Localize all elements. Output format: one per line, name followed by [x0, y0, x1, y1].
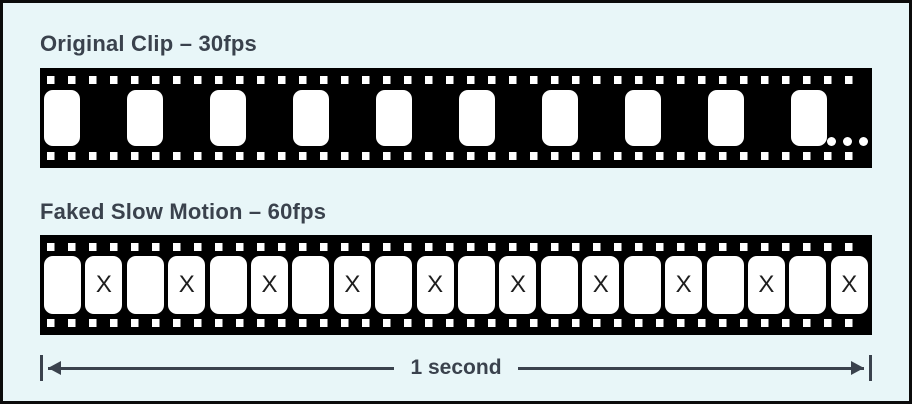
film-frame: [126, 256, 164, 314]
film-frame: [791, 90, 827, 146]
film-frame: [706, 256, 744, 314]
duplicated-frame: X: [85, 256, 123, 314]
timeline-right-cap: [869, 355, 873, 381]
timeline-label: 1 second: [410, 356, 502, 379]
sprocket-holes-bottom: [47, 152, 865, 160]
original-clip-title: Original Clip – 30fps: [40, 31, 257, 56]
film-frame: [376, 90, 412, 146]
film-frame: [210, 90, 246, 146]
duplicated-frame: X: [168, 256, 206, 314]
film-frame: [44, 90, 80, 146]
right-arrow: [517, 366, 865, 370]
film-frame: [458, 256, 496, 314]
film-frame: [209, 256, 247, 314]
sprocket-holes-top: [47, 76, 865, 84]
timeline: 1 second: [40, 353, 873, 383]
film-frame: [127, 90, 163, 146]
left-arrow: [48, 366, 395, 370]
film-frame: [375, 256, 413, 314]
duplicated-frame: X: [333, 256, 371, 314]
duplicated-frame: X: [416, 256, 454, 314]
film-frame: [293, 90, 329, 146]
duplicated-frame: X: [582, 256, 620, 314]
film-frame: [44, 256, 81, 314]
film-frame: [540, 256, 578, 314]
film-frame: [708, 90, 744, 146]
film-frame: [292, 256, 330, 314]
duplicated-frame: X: [251, 256, 289, 314]
duplicated-frame: X: [499, 256, 537, 314]
sprocket-holes-bottom: [47, 319, 865, 327]
original-frames-row: [40, 84, 872, 152]
film-frame: [789, 256, 827, 314]
timeline-left-cap: [40, 355, 43, 381]
film-frame: [623, 256, 661, 314]
duplicated-frame: X: [747, 256, 785, 314]
slow-motion-title: Faked Slow Motion – 60fps: [40, 199, 327, 224]
duplicated-frame: X: [665, 256, 703, 314]
continuation-ellipsis: [827, 137, 868, 146]
original-clip-section: Original Clip – 30fps: [40, 30, 872, 168]
film-frame: [542, 90, 578, 146]
duplicated-frame: X: [830, 256, 868, 314]
sprocket-holes-top: [47, 243, 865, 251]
film-frame: [459, 90, 495, 146]
film-frame: [625, 90, 661, 146]
original-film-strip: [40, 68, 872, 168]
